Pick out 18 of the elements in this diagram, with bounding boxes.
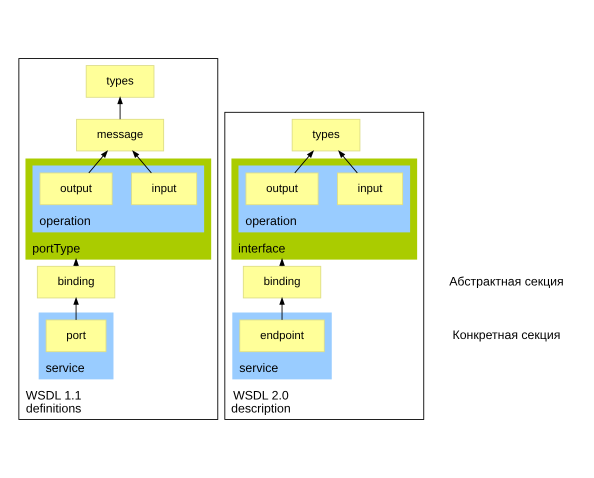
arrow xyxy=(338,150,358,174)
arrow xyxy=(279,296,285,320)
node-box: input xyxy=(337,172,404,206)
node-box: message xyxy=(76,118,164,152)
arrow xyxy=(88,150,108,174)
node-box: output xyxy=(40,172,113,206)
node-box: endpoint xyxy=(239,320,325,352)
arrow xyxy=(294,150,314,174)
arrow xyxy=(73,296,79,320)
node-box: types xyxy=(292,118,360,152)
arrow xyxy=(117,96,123,120)
node-box: output xyxy=(246,172,319,206)
node-box: input xyxy=(131,172,198,206)
label: Абстрактная секция xyxy=(449,274,564,288)
node-box: port xyxy=(46,320,106,352)
arrow xyxy=(132,150,152,174)
node-box: types xyxy=(86,65,154,98)
label: Конкретная секция xyxy=(452,328,560,342)
